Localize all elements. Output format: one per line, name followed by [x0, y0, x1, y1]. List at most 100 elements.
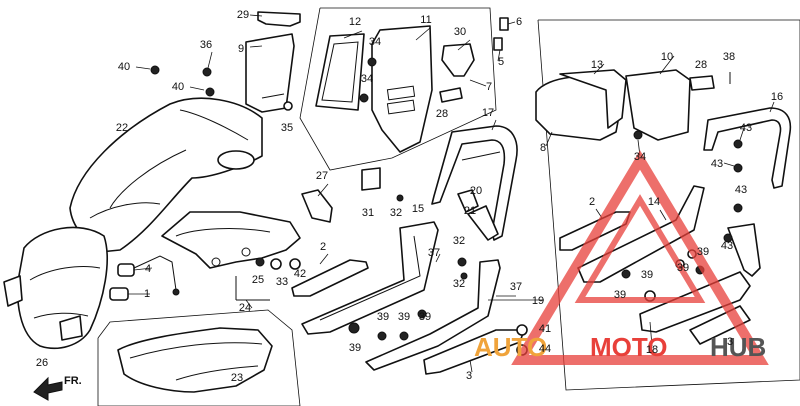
callout-c2a: 2 [320, 241, 326, 253]
watermark-moto: MOTO [590, 332, 668, 362]
callout-c2b: 2 [589, 196, 595, 208]
callout-c31: 31 [362, 207, 374, 219]
callout-c5: 5 [498, 56, 504, 68]
callout-c43d: 43 [721, 240, 733, 252]
callout-c40a: 40 [118, 61, 130, 73]
lower-trim-3 [423, 329, 525, 375]
callout-c9: 9 [238, 43, 244, 55]
callout-c40b: 40 [172, 81, 184, 93]
callout-c39d: 39 [614, 289, 626, 301]
callout-c21: 21 [464, 205, 476, 217]
callout-c22: 22 [116, 122, 128, 134]
callout-c1: 1 [144, 288, 150, 300]
callout-c44: 44 [539, 343, 551, 355]
callout-c38: 38 [723, 51, 735, 63]
backrest-base-10 [625, 69, 691, 141]
stay-20 [457, 189, 479, 213]
callout-c29: 29 [237, 9, 249, 21]
callout-c43a: 43 [740, 122, 752, 134]
grommet-1 [109, 287, 129, 301]
callout-c26: 26 [36, 357, 48, 369]
trunk-panel-12 [315, 33, 365, 111]
callout-c17: 17 [482, 107, 494, 119]
callout-c39b: 39 [677, 262, 689, 274]
callout-c27: 27 [316, 170, 328, 182]
frame-box-center [299, 7, 497, 171]
callout-c13: 13 [591, 59, 603, 71]
callout-c36: 36 [200, 39, 212, 51]
callout-c28a: 28 [436, 108, 448, 120]
callout-c30: 30 [454, 26, 466, 38]
callout-c16: 16 [771, 91, 783, 103]
callout-c6: 6 [516, 16, 522, 28]
callout-c28b: 28 [695, 59, 707, 71]
callout-c23: 23 [231, 372, 243, 384]
clip-28-center [439, 87, 463, 103]
callout-c10: 10 [661, 51, 673, 63]
cover-30 [441, 43, 475, 77]
callout-c14: 14 [648, 196, 660, 208]
callout-c39e: 39 [377, 311, 389, 323]
frame-box-bottom [97, 309, 301, 406]
undertray-24 [161, 211, 301, 269]
callout-c37a: 37 [428, 247, 440, 259]
callout-c24: 24 [239, 302, 251, 314]
frame-box-right [537, 19, 800, 391]
rear-cover-9 [245, 33, 295, 113]
callout-c19: 19 [532, 295, 544, 307]
callout-c3b: 3 [466, 370, 472, 382]
callout-c32c: 32 [453, 278, 465, 290]
direction-label: FR. [64, 375, 82, 387]
side-panel-14 [577, 185, 705, 283]
front-direction-arrow [33, 376, 63, 401]
lower-cover-23 [117, 327, 273, 393]
callout-c8: 8 [540, 142, 546, 154]
callout-c39h: 39 [349, 342, 361, 354]
callout-c42: 42 [294, 268, 306, 280]
bracket-29 [257, 11, 301, 27]
callout-c25: 25 [252, 274, 264, 286]
callout-c34c: 34 [634, 151, 646, 163]
callout-c39c: 39 [641, 269, 653, 281]
callout-c32a: 32 [390, 207, 402, 219]
handle-16 [703, 107, 792, 189]
callout-c12: 12 [349, 16, 361, 28]
callout-c3a: 3 [727, 336, 733, 348]
callout-c11: 11 [420, 14, 431, 26]
clip-28-right [689, 75, 715, 91]
callout-c39a: 39 [697, 246, 709, 258]
callout-c43c: 43 [735, 184, 747, 196]
grommet-4 [117, 263, 135, 277]
callout-c20: 20 [470, 185, 482, 197]
callout-c43b: 43 [711, 158, 723, 170]
lower-rail-19 [365, 259, 501, 371]
callout-c32b: 32 [453, 235, 465, 247]
gasket-13 [559, 69, 627, 129]
bracket-27 [301, 189, 333, 223]
watermark [511, 150, 769, 365]
callout-c39f: 39 [398, 311, 410, 323]
watermark-auto: AUTO [474, 332, 547, 362]
callout-c35: 35 [281, 122, 293, 134]
leader-lines [128, 14, 775, 373]
callout-c15: 15 [412, 203, 424, 215]
front-cowl-26 [17, 226, 108, 350]
callout-c39g: 39 [419, 311, 431, 323]
callout-c37b: 37 [510, 281, 522, 293]
callout-c34a: 34 [369, 36, 381, 48]
callout-c4: 4 [145, 263, 151, 275]
stay-21 [467, 205, 499, 241]
grab-rail-17 [431, 125, 518, 241]
label-31 [361, 167, 381, 191]
callout-c41: 41 [539, 323, 551, 335]
side-molding-2-left [291, 259, 369, 297]
bracket-43 [727, 223, 761, 277]
callout-c33: 33 [276, 276, 288, 288]
callout-c34b: 34 [361, 73, 373, 85]
callout-c18: 18 [646, 344, 658, 356]
callout-c7: 7 [486, 81, 492, 93]
watermark-hub: HUB [710, 332, 766, 362]
